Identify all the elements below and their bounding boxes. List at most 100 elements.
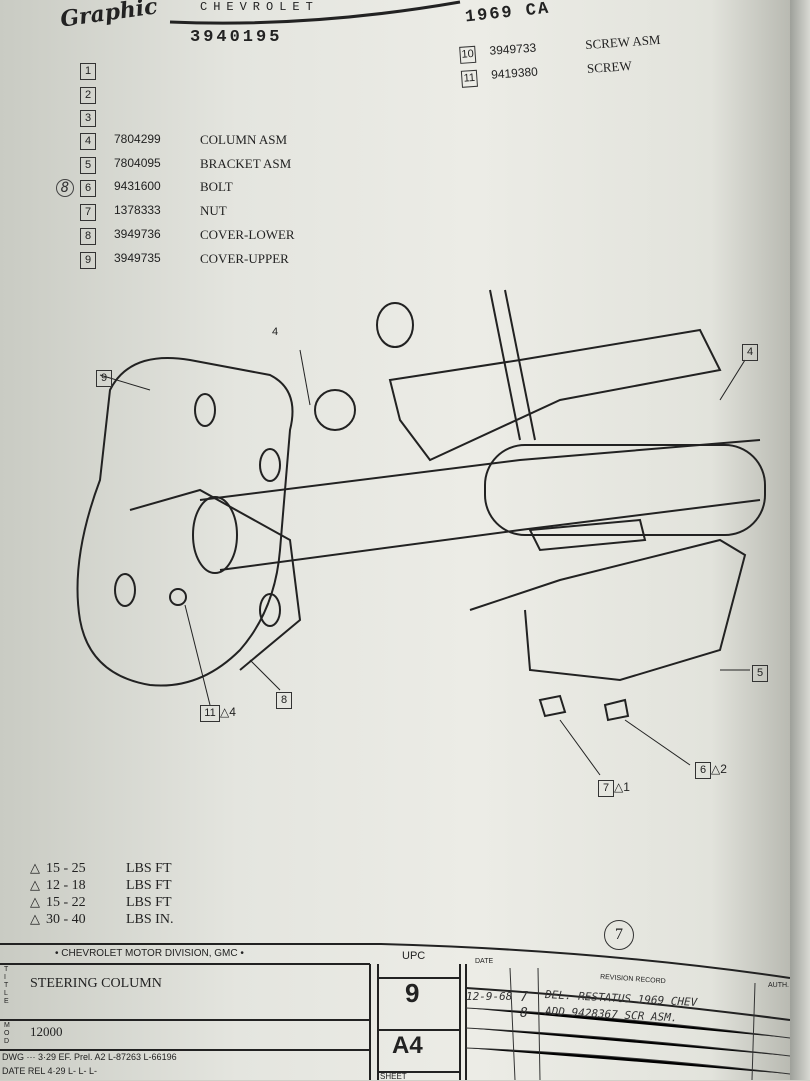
column-jacket (484, 444, 766, 536)
title-field-label: TITLE (4, 966, 9, 1005)
part-row: 7 1378333 NUT (80, 203, 227, 223)
model-number: 12000 (30, 1024, 63, 1039)
callout-9: 9 (96, 370, 112, 387)
group-number: A4 (392, 1032, 423, 1059)
callout-7: 7△1 (598, 780, 630, 797)
part-description: BRACKET ASM (200, 156, 292, 171)
torque-unit: LBS FT (126, 861, 172, 876)
bracket-lower (469, 538, 747, 682)
part-description: COLUMN ASM (200, 132, 288, 147)
bolt (603, 698, 630, 722)
part-description: COVER-UPPER (200, 251, 289, 266)
drawing-line: DWG ··· 3·29 EF. Prel. A2 L-87263 L-6619… (2, 1052, 177, 1062)
bracket-foot (528, 518, 647, 552)
item-number: 6 (80, 180, 96, 197)
torque-mark: 1 (623, 780, 630, 794)
steering-column-diagram (76, 289, 766, 776)
part-number: 7804299 (114, 132, 161, 146)
callout-4: 4 (742, 344, 758, 361)
torque-row: △ 15 - 25 LBS FT (30, 860, 173, 877)
item-number: 7 (80, 204, 96, 221)
item-number: 4 (80, 133, 96, 150)
brand-banner: CHEVROLET (200, 0, 319, 14)
sheet-label: SHEET (380, 1072, 407, 1081)
revision-number: 7 (520, 990, 528, 1005)
callout-6: 6△2 (695, 762, 727, 779)
callout-7-number: 7 (598, 780, 614, 797)
torque-range: 12 - 18 (46, 878, 86, 893)
column-collar (192, 496, 238, 574)
revision-date: 12-9-68 (466, 990, 513, 1003)
torque-row: △ 15 - 22 LBS FT (30, 894, 173, 911)
torque-mark: 2 (720, 762, 727, 776)
page-edge (790, 0, 810, 1080)
part-number: 1378333 (114, 203, 161, 217)
torque-unit: LBS IN. (126, 912, 174, 927)
part-row: 4 7804299 COLUMN ASM (80, 132, 287, 152)
part-row: 1 (80, 62, 96, 82)
torque-range: 15 - 22 (46, 895, 86, 910)
callout-11-number: 11 (200, 705, 220, 722)
mod-field-label: MOD (4, 1022, 10, 1045)
part-description: NUT (200, 203, 227, 218)
item-number: 9 (80, 252, 96, 269)
bracket-upper (388, 328, 722, 462)
cover-upper (76, 357, 294, 687)
date-line: DATE REL 4·29 L- L- L- (2, 1066, 98, 1076)
item-number: 1 (80, 63, 96, 80)
callout-6-number: 6 (695, 762, 711, 779)
torque-triangle-icon: △ (30, 911, 40, 926)
division-label: • CHEVROLET MOTOR DIVISION, GMC • (55, 948, 244, 959)
part-description: SCREW (586, 57, 633, 77)
torque-triangle-icon: △ (614, 780, 624, 794)
part-row: 2 (80, 86, 96, 106)
cover-lower (129, 488, 302, 671)
part-number: 3949736 (114, 227, 161, 241)
item-number: 5 (80, 157, 96, 174)
callout-5: 5 (752, 665, 768, 682)
torque-triangle-icon: △ (30, 894, 40, 909)
torque-mark: 4 (229, 705, 236, 719)
column-tube (199, 439, 761, 571)
part-number: 7804095 (114, 156, 161, 170)
item-number: 3 (80, 110, 96, 127)
item-number: 10 (459, 45, 477, 64)
part-number: 3949735 (114, 251, 161, 265)
torque-range: 15 - 25 (46, 861, 86, 876)
torque-specs: △ 15 - 25 LBS FT △ 12 - 18 LBS FT △ 15 - 22 LB… (30, 860, 173, 928)
drawing-title: STEERING COLUMN (30, 976, 162, 991)
callout-4-top: 4 (271, 326, 279, 338)
title-block-lines (0, 943, 790, 1080)
part-description: COVER-LOWER (200, 227, 295, 242)
handwritten-note: 8 (56, 179, 74, 197)
sheet-circle-number: 7 (604, 920, 634, 950)
torque-triangle-icon: △ (30, 860, 40, 875)
upc-value: 9 (405, 978, 420, 1008)
upc-label: UPC (402, 950, 426, 962)
document-page (0, 0, 790, 1080)
part-row: 5 7804095 BRACKET ASM (80, 156, 291, 176)
nut (538, 694, 567, 718)
catalog-number: 3940195 (190, 28, 283, 47)
banner-curve (169, 0, 461, 25)
torque-unit: LBS FT (126, 895, 172, 910)
shaft-rod (489, 289, 536, 441)
revision-number: 8 (520, 1006, 528, 1021)
part-row: 9 3949735 COVER-UPPER (80, 251, 289, 271)
callout-8: 8 (276, 692, 292, 709)
item-number: 8 (80, 228, 96, 245)
torque-triangle-icon: △ (30, 877, 40, 892)
dash-stud (376, 302, 414, 348)
part-number: 9431600 (114, 179, 161, 193)
item-number: 11 (460, 69, 478, 88)
part-row: 3 (80, 109, 96, 129)
date-column-label: DATE (475, 958, 494, 965)
auth-label: AUTH. (768, 982, 789, 989)
torque-triangle-icon: △ (711, 762, 721, 776)
item-number: 2 (80, 87, 96, 104)
callout-11: 11△4 (200, 705, 236, 722)
